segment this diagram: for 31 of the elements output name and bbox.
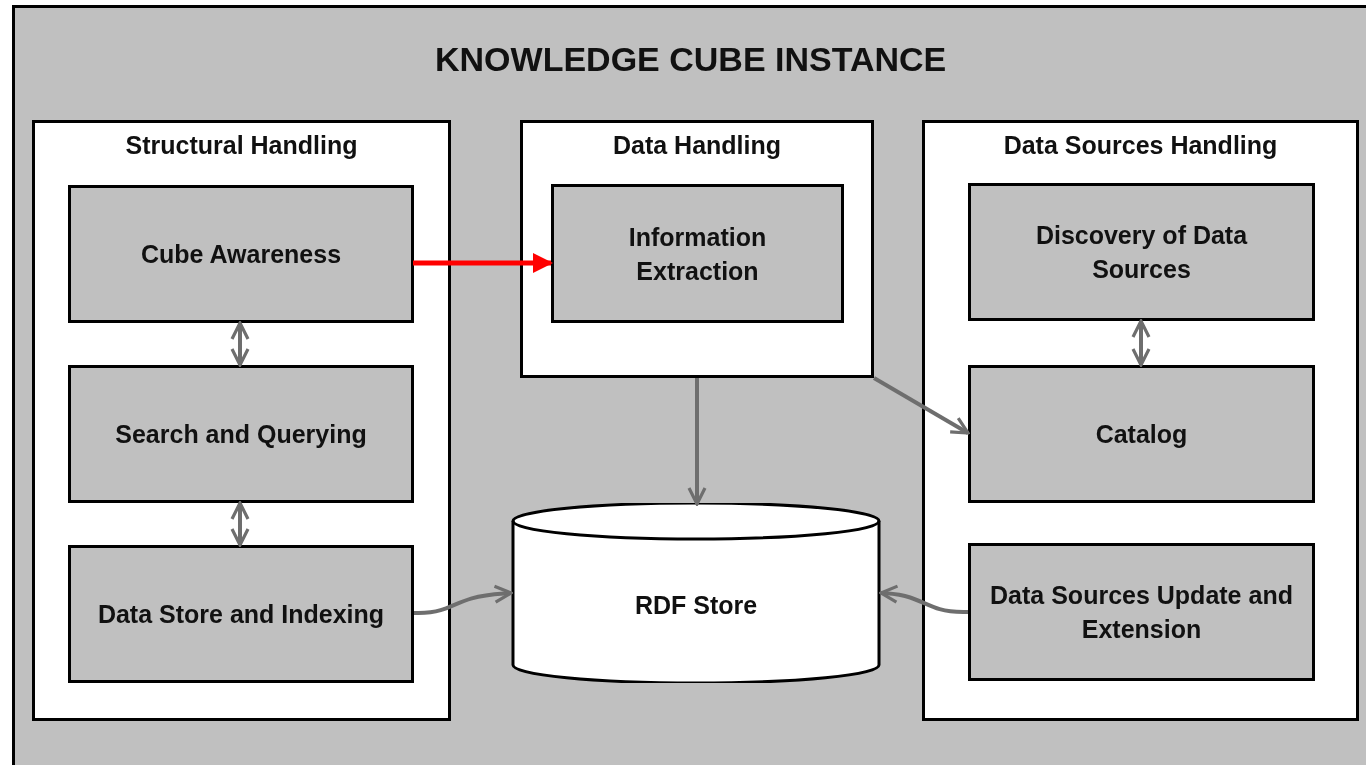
- component-label: Data Sources Update and Extension: [989, 580, 1294, 645]
- component-label: Discovery of Data Sources: [1034, 220, 1249, 285]
- panel-heading: Structural Handling: [124, 131, 359, 160]
- arrow: [687, 378, 707, 506]
- arrow: [873, 376, 970, 435]
- component-box: [68, 185, 414, 323]
- arrow: [879, 584, 968, 614]
- component-label: Cube Awareness: [139, 239, 343, 270]
- module-panel: [922, 120, 1359, 721]
- arrow: [414, 584, 513, 615]
- component-label: RDF Store: [633, 590, 759, 621]
- component-label: Information Extraction: [627, 221, 768, 287]
- component-box: [968, 365, 1315, 503]
- arrow: [1131, 319, 1151, 367]
- module-panel: [520, 120, 874, 378]
- panel-heading: Data Handling: [611, 131, 783, 160]
- panel-heading: Data Sources Handling: [1002, 131, 1279, 160]
- component-box: [551, 184, 844, 323]
- component-box: [968, 543, 1315, 681]
- arrow: [230, 501, 250, 547]
- component-label: Data Store and Indexing: [96, 599, 386, 630]
- module-panel: [32, 120, 451, 721]
- arrow: [230, 321, 250, 367]
- panel-heading: KNOWLEDGE CUBE INSTANCE: [435, 40, 947, 79]
- component-label: Search and Querying: [114, 419, 368, 450]
- component-box: [968, 183, 1315, 321]
- component-box: [68, 545, 414, 683]
- instance-panel: [12, 5, 1366, 765]
- component-label: Catalog: [1094, 419, 1189, 450]
- component-box: [68, 365, 414, 503]
- arrow: [413, 253, 553, 273]
